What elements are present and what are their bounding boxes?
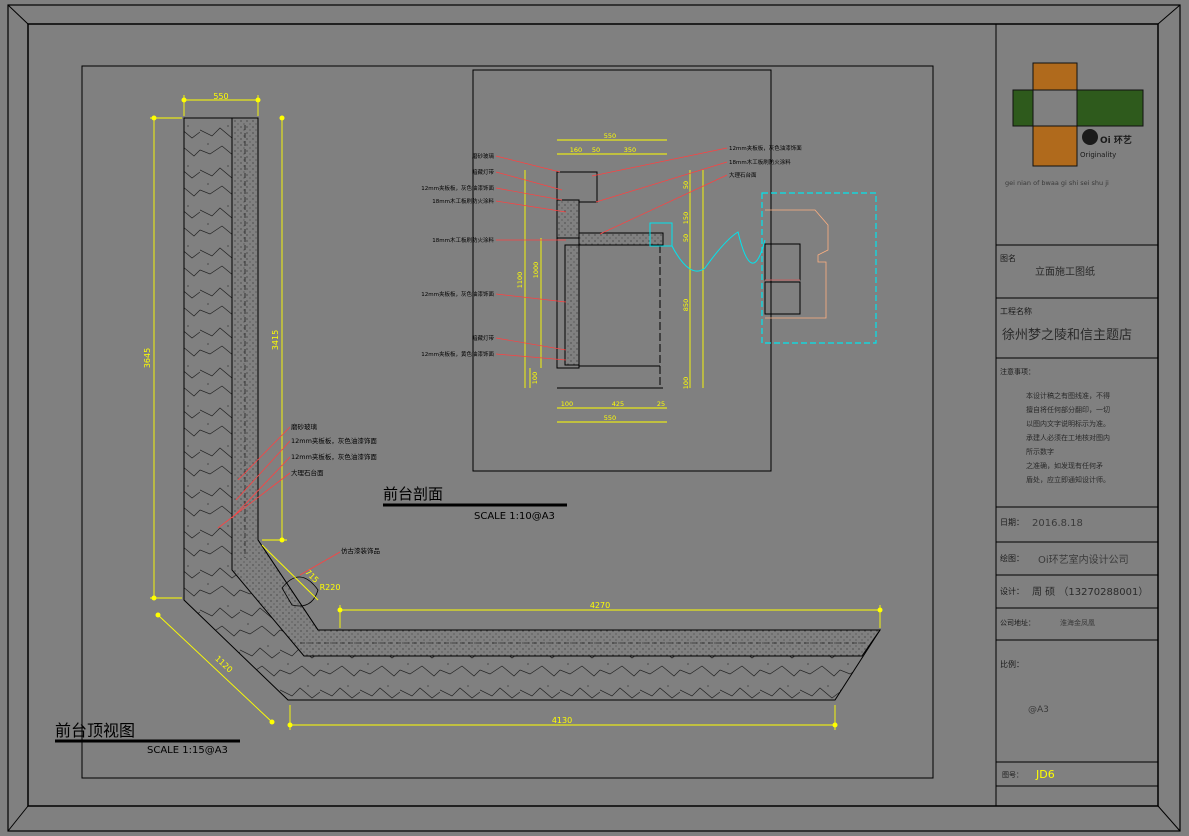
logo-subtext: Originality bbox=[1080, 151, 1116, 159]
detail-bottom bbox=[764, 281, 801, 315]
sec-dim-top-2: 50 bbox=[592, 146, 600, 154]
sec-note-right-2: 18mm木工板刷防火涂料 bbox=[729, 158, 791, 166]
section-frame bbox=[472, 69, 772, 472]
dim-top-width: 550 bbox=[213, 92, 228, 101]
corner-tick-tl bbox=[7, 4, 29, 25]
sec-note-left-4: 18mm木工板刷防火涂料 bbox=[432, 197, 494, 205]
sec-dim-top-3: 350 bbox=[624, 146, 636, 154]
dim-bottom-outer: 4130 bbox=[552, 716, 572, 725]
drawing-name: 立面施工图纸 bbox=[1035, 265, 1095, 278]
sec-note-left-3: 12mm夹板板，灰色油漆饰面 bbox=[421, 184, 494, 192]
sec-dim-right-0: 50 bbox=[682, 181, 690, 189]
company-logo: Oi 环艺 Originality bbox=[1012, 62, 1144, 167]
notes-line-6: 之准确，如发现有任何矛 bbox=[1026, 461, 1103, 470]
sec-note-left-7: 暗藏灯带 bbox=[472, 334, 495, 342]
sec-note-right-3: 大理石台面 bbox=[729, 171, 757, 179]
designer-label: 设计： bbox=[1000, 586, 1024, 596]
plan-view: 550 3645 3415 4270 4130 1120 715 R220 磨砂… bbox=[55, 92, 883, 756]
address-value: 淮海金凤凰 bbox=[1060, 618, 1095, 627]
dim-diagonal: 1120 bbox=[213, 654, 234, 674]
drawing-no: JD6 bbox=[1035, 768, 1055, 781]
plan-view-title: 前台顶视图 bbox=[55, 721, 135, 740]
dim-bottom-inner: 4270 bbox=[590, 601, 610, 610]
ratio-value: @A3 bbox=[1028, 705, 1049, 715]
notes-line-3: 以图内文字说明标示为准。 bbox=[1026, 419, 1110, 428]
plan-note-4: 大理石台面 bbox=[291, 468, 324, 477]
drawing-name-label: 图名 bbox=[1000, 253, 1016, 263]
section-upper-panel bbox=[556, 199, 580, 239]
sec-note-left-5: 18mm木工板刷防火涂料 bbox=[432, 236, 494, 244]
notes-line-5: 所示数字 bbox=[1026, 447, 1054, 456]
title-block: Oi 环艺 Originality gei nian of bwaa gi sh… bbox=[995, 24, 1158, 806]
sec-note-right-1: 12mm夹板板，灰色油漆饰面 bbox=[729, 144, 802, 152]
sec-dim-left-1: 1000 bbox=[532, 262, 540, 279]
notes-label: 注意事项： bbox=[1000, 367, 1035, 376]
sec-dim-bot-0: 100 bbox=[561, 400, 573, 408]
section-side-panel bbox=[564, 244, 580, 366]
drafter-label: 绘图： bbox=[1000, 553, 1024, 563]
drawing-area-frame bbox=[81, 65, 934, 779]
dim-corner-a: 715 bbox=[303, 568, 320, 585]
notes-line-1: 本设计稿之有图线准，不得 bbox=[1026, 391, 1110, 400]
corner-tick-bl bbox=[7, 805, 29, 832]
sec-note-left-1: 磨砂玻璃 bbox=[472, 152, 495, 160]
section-view-title: 前台剖面 bbox=[383, 485, 443, 503]
corner-tick-tr bbox=[1157, 4, 1181, 25]
sheet-inner-border bbox=[27, 23, 1159, 807]
notes-line-2: 擅自将任何部分翻印，一切 bbox=[1026, 405, 1110, 414]
plan-corner-decor bbox=[281, 576, 319, 607]
sec-note-left-8: 12mm夹板板，黄色油漆饰面 bbox=[421, 350, 494, 358]
sec-dim-right-3: 850 bbox=[682, 299, 690, 311]
notes-line-4: 承建人必须在工地核对图内 bbox=[1026, 433, 1110, 442]
dim-corner-b: R220 bbox=[320, 583, 341, 592]
project-name: 徐州梦之陵和信主题店 bbox=[1002, 328, 1132, 343]
detail-top bbox=[764, 243, 801, 281]
address-label: 公司地址： bbox=[1000, 618, 1035, 627]
drawing-no-label: 图号： bbox=[1002, 771, 1023, 779]
notes-line-7: 盾处，应立即通知设计师。 bbox=[1026, 475, 1110, 484]
sec-dim-right-2: 50 bbox=[682, 234, 690, 242]
company-name: Oi环艺室内设计公司 bbox=[1038, 553, 1129, 566]
sec-dim-top-0: 550 bbox=[604, 132, 616, 140]
dim-outer-height: 3645 bbox=[143, 348, 152, 368]
sec-dim-left-2: 100 bbox=[531, 372, 539, 384]
project-name-label: 工程名称 bbox=[1000, 306, 1032, 316]
logo-text: Oi 环艺 bbox=[1100, 134, 1132, 146]
sec-dim-right-1: 150 bbox=[682, 212, 690, 224]
dim-inner-height: 3415 bbox=[271, 330, 280, 350]
sec-dim-top-1: 160 bbox=[570, 146, 582, 154]
date-label: 日期： bbox=[1000, 518, 1024, 527]
plan-note-1: 磨砂玻璃 bbox=[291, 422, 318, 431]
section-view: 550 160 50 350 100 425 25 550 1100 1000 … bbox=[383, 69, 802, 522]
sec-dim-bot-1: 425 bbox=[612, 400, 624, 408]
plan-view-scale: SCALE 1:15@A3 bbox=[147, 745, 228, 756]
sec-dim-bot-3: 550 bbox=[604, 414, 616, 422]
designer-name: 周 硕 （13270288001） bbox=[1032, 586, 1148, 598]
sec-note-left-2: 暗藏灯带 bbox=[472, 168, 495, 176]
detail-connector bbox=[671, 231, 766, 272]
plan-counter-top bbox=[231, 117, 881, 657]
section-callout-box bbox=[649, 222, 673, 247]
sheet-outer-border bbox=[7, 4, 1181, 832]
date-value: 2016.8.18 bbox=[1032, 518, 1083, 529]
plan-note-2: 12mm夹板板，灰色油漆饰面 bbox=[291, 436, 377, 445]
sec-dim-left-0: 1100 bbox=[516, 272, 524, 289]
detail-frame bbox=[761, 192, 877, 344]
detail-callout bbox=[671, 192, 877, 344]
detail-profile bbox=[765, 209, 829, 319]
corner-tick-br bbox=[1157, 805, 1181, 832]
sec-dim-right-4: 100 bbox=[682, 377, 690, 389]
plan-note-3: 12mm夹板板，灰色油漆饰面 bbox=[291, 452, 377, 461]
plan-corner-note: 仿古漆装饰品 bbox=[341, 546, 380, 555]
ratio-label: 比例： bbox=[1000, 659, 1024, 669]
logo-pinyin: gei nian of bwaa gi shi sei shu ji bbox=[1005, 179, 1109, 187]
sec-dim-bot-2: 25 bbox=[657, 400, 665, 408]
section-view-scale: SCALE 1:10@A3 bbox=[474, 511, 555, 522]
sec-note-left-6: 12mm夹板板，灰色油漆饰面 bbox=[421, 290, 494, 298]
section-glass bbox=[556, 171, 598, 203]
